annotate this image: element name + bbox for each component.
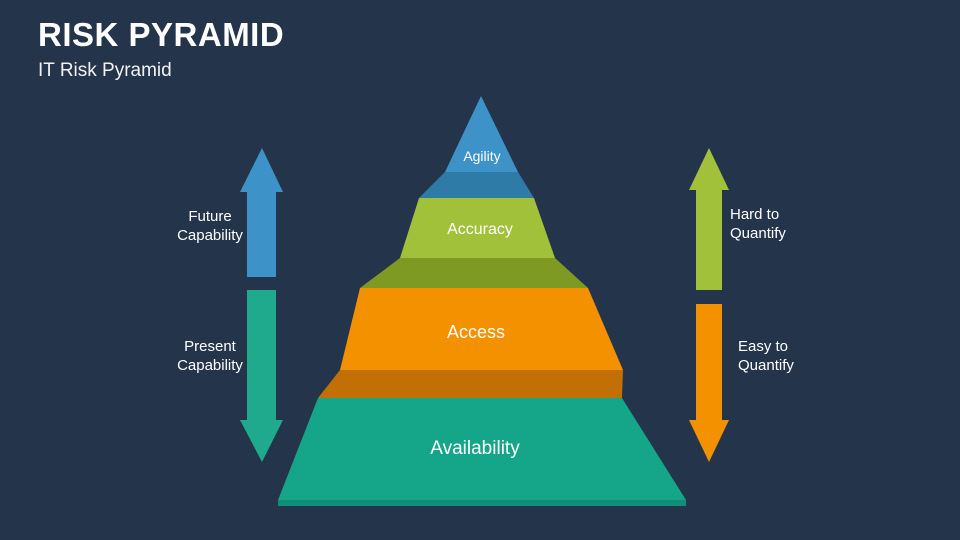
right-label-easy-to-quantify-line1: Easy to [738, 338, 789, 355]
right-label-hard-to-quantify: Hard to Quantify [730, 206, 870, 244]
left-label-present-capability-line2: Capability [177, 356, 243, 374]
right-label-hard-to-quantify-line1: Hard to [730, 206, 780, 223]
page-subtitle: IT Risk Pyramid [38, 60, 172, 81]
left-label-future-capability-line2: Capability [177, 226, 243, 244]
right-label-hard-to-quantify-line2: Quantify [730, 224, 786, 242]
pyramid-tier-label-agility: Agility [463, 148, 501, 164]
pyramid-tier-label-availability: Availability [430, 438, 520, 459]
pyramid-tier-accuracy [360, 198, 588, 288]
pyramid-tier-label-accuracy: Accuracy [447, 221, 513, 238]
left-label-future-capability-line1: Future [188, 208, 232, 225]
pyramid-tier-label-access: Access [446, 322, 506, 342]
pyramid-tier-availability [278, 398, 686, 506]
left-arrow-down-present-capability [240, 290, 283, 462]
pyramid-tier-access [318, 288, 623, 398]
right-arrow-up-hard-to-quantify [689, 148, 729, 290]
right-label-easy-to-quantify: Easy to Quantify [738, 338, 878, 376]
left-label-present-capability: Present Capability [150, 338, 270, 376]
pyramid-tier-agility [419, 96, 534, 198]
right-label-easy-to-quantify-line2: Quantify [738, 356, 794, 374]
left-label-future-capability: Future Capability [150, 208, 270, 246]
page-title: RISK PYRAMID [38, 16, 285, 53]
left-arrow-up-future-capability [240, 148, 283, 277]
left-label-present-capability-line1: Present [184, 338, 236, 355]
right-arrow-down-easy-to-quantify [689, 304, 729, 462]
